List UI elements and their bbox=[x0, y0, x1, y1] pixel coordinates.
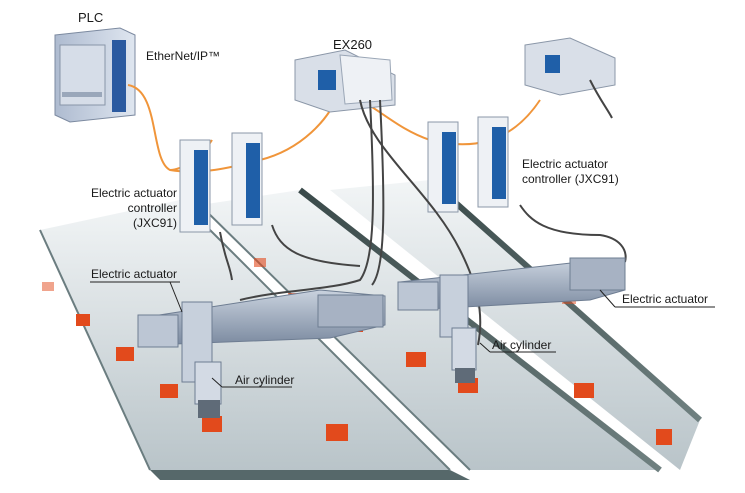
ethernet-ip-label: EtherNet/IP™ bbox=[146, 49, 221, 63]
controller-left-label-line2: controller bbox=[127, 201, 177, 215]
air-cylinder-left bbox=[181, 301, 222, 418]
ex260-manifold bbox=[294, 49, 396, 113]
plc-unit bbox=[54, 27, 136, 123]
ex260-label: EX260 bbox=[333, 37, 373, 52]
tubes bbox=[219, 79, 627, 346]
leader-lines bbox=[90, 281, 715, 388]
air-cylinder-right-label: Air cylinder bbox=[492, 338, 552, 352]
controller-left-label-line1: Electric actuator bbox=[90, 186, 177, 200]
electric-actuator-left-label: Electric actuator bbox=[91, 267, 178, 281]
air-cylinder-right bbox=[439, 274, 477, 383]
controller-left-label-line3: (JXC91) bbox=[132, 216, 177, 230]
electric-actuator-right-label: Electric actuator bbox=[622, 292, 709, 306]
controller-right-label-line1: Electric actuator bbox=[522, 157, 609, 171]
controllers-left bbox=[179, 132, 263, 233]
plc-label: PLC bbox=[78, 10, 104, 25]
controller-right-label-line2: controller (JXC91) bbox=[522, 172, 619, 186]
air-cylinder-left-label: Air cylinder bbox=[235, 373, 295, 387]
ex260-manifold-remote bbox=[524, 37, 616, 96]
controllers-right bbox=[427, 116, 509, 213]
